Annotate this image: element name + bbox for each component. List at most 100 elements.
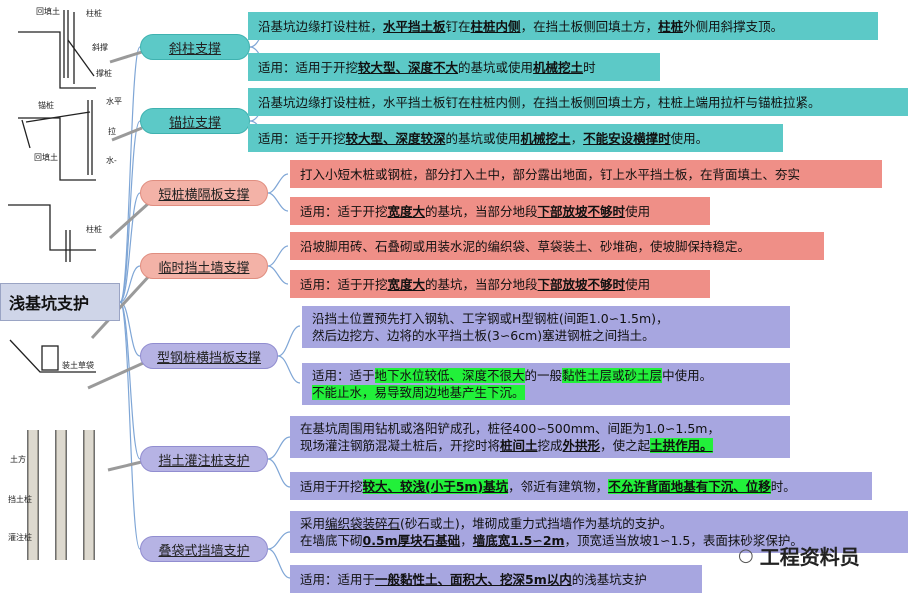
- text-run: 钉在: [445, 18, 471, 34]
- sketch-label: 灌注桩: [8, 532, 32, 542]
- sketch-label: 水-: [106, 155, 117, 165]
- text-run: 沿挡土位置预先打入钢轨、工字钢或H型钢桩(间距1.0∽1.5m)，: [312, 311, 669, 326]
- text-run: 编织袋装碎石: [325, 516, 401, 531]
- text-run: 黏性土层或砂土层: [562, 368, 663, 383]
- text-run: 较大型、深度较深: [345, 130, 446, 146]
- text-run: 机械挖土: [533, 59, 584, 75]
- sketch-label: 回填土: [34, 152, 58, 162]
- sketch-label: 拉: [108, 126, 116, 136]
- detail-box: 沿坡脚用砖、石叠砌或用装水泥的编织袋、草袋装土、砂堆砲，使坡脚保持稳定。: [290, 232, 824, 260]
- branch-steel-pile[interactable]: 型钢桩横挡板支撑: [140, 343, 278, 369]
- root-label: 浅基坑支护: [9, 294, 90, 313]
- text-run: 采用: [300, 516, 326, 531]
- sketch-label: 柱桩: [86, 8, 102, 18]
- text-run: 较大型、深度不大: [358, 59, 459, 75]
- watermark: ○ 工程资料员: [738, 540, 898, 570]
- branch-anchor[interactable]: 锚拉支撑: [140, 108, 250, 134]
- detail-line: 现场灌注钢筋混凝土桩后，开挖时将桩间土挖成外拱形，使之起土拱作用。: [300, 437, 713, 454]
- detail-line: 在基坑周围用钻机或洛阳铲成孔，桩径400∽500mm、间距为1.0∽1.5m，: [300, 420, 720, 437]
- text-run: 不能止水，易导致周边地基产生下沉。: [312, 385, 525, 400]
- text-run: 使用。: [670, 130, 709, 146]
- branch-bag-wall[interactable]: 叠袋式挡墙支护: [140, 536, 268, 562]
- sketch-label: 水平: [106, 96, 122, 106]
- sketch-label: 挡土桩: [8, 494, 32, 504]
- detail-line: 沿基坑边缘打设柱桩，水平挡土板钉在柱桩内侧，在挡土板侧回填土方，柱桩上端用拉杆与…: [258, 94, 821, 111]
- branch-cast-pile[interactable]: 挡土灌注桩支护: [140, 446, 268, 472]
- text-run: 下部放坡不够时: [537, 203, 626, 219]
- text-run: 地下水位较低、深度不很大: [374, 368, 525, 383]
- text-run: 中使用。: [662, 368, 713, 383]
- detail-line: 打入小短木桩或钢桩，部分打入土中，部分露出地面，钉上水平挡土板，在背面填土、夯实: [300, 166, 800, 183]
- detail-line: 适用于开挖较大、较浅(小于5m)基坑，邻近有建筑物，不允许背面地基有下沉、位移时…: [300, 478, 796, 495]
- text-run: 适用：适用于: [300, 571, 376, 587]
- watermark-text: 工程资料员: [759, 544, 860, 569]
- sketch-label: 锚桩: [38, 100, 54, 110]
- detail-box: 适用于开挖较大、较浅(小于5m)基坑，邻近有建筑物，不允许背面地基有下沉、位移时…: [290, 472, 872, 500]
- text-run: 适用：适于开挖: [300, 203, 388, 219]
- branch-label: 叠袋式挡墙支护: [158, 543, 250, 559]
- text-run: 柱桩: [658, 18, 684, 34]
- text-run: 水平挡土板: [383, 18, 446, 34]
- detail-line: 适用：适用于一般黏性土、面积大、挖深5m以内的浅基坑支护: [300, 571, 647, 588]
- detail-line: 然后边挖方、边将的水平挡土板(3∽6cm)塞进钢桩之间挡土。: [312, 327, 655, 344]
- wechat-icon: ○: [738, 544, 754, 566]
- detail-box: 沿挡土位置预先打入钢轨、工字钢或H型钢桩(间距1.0∽1.5m)，然后边挖方、边…: [302, 306, 790, 348]
- text-run: ，顶宽适当放坡1∽1.5，表面抹砂浆保护。: [564, 533, 803, 548]
- text-run: 的基坑或使用: [445, 130, 521, 146]
- branch-slant-column[interactable]: 斜柱支撑: [140, 34, 250, 60]
- detail-box: 在基坑周围用钻机或洛阳铲成孔，桩径400∽500mm、间距为1.0∽1.5m，现…: [290, 416, 790, 458]
- branch-label: 临时挡土墙支撑: [158, 260, 250, 276]
- branch-label: 斜柱支撑: [168, 41, 221, 57]
- text-run: 使用: [625, 276, 651, 292]
- text-run: 的浅基坑支护: [571, 571, 647, 587]
- root-node[interactable]: 浅基坑支护: [0, 283, 120, 321]
- detail-box: 沿基坑边缘打设柱桩，水平挡土板钉在柱桩内侧，在挡土板侧回填土方，柱桩上端用拉杆与…: [248, 88, 908, 116]
- text-run: 时: [583, 59, 596, 75]
- detail-line: 采用编织袋装碎石(砂石或土)，堆砌成重力式挡墙作为基坑的支护。: [300, 515, 672, 532]
- text-run: 墙底宽1.5∽2m: [472, 533, 565, 548]
- detail-line: 沿挡土位置预先打入钢轨、工字钢或H型钢桩(间距1.0∽1.5m)，: [312, 310, 669, 327]
- text-run: 不允许背面地基有下沉、位移: [608, 478, 771, 494]
- branch-label: 挡土灌注桩支护: [158, 453, 250, 469]
- text-run: 的基坑，当部分地段: [425, 276, 538, 292]
- sketch-label: 回填土: [36, 6, 60, 16]
- text-run: 土拱作用。: [650, 438, 713, 453]
- text-run: 沿基坑边缘打设柱桩，: [258, 18, 384, 34]
- text-run: 挖成: [537, 438, 563, 453]
- detail-box: 适用：适用于一般黏性土、面积大、挖深5m以内的浅基坑支护: [290, 565, 702, 593]
- text-run: 外拱形: [562, 438, 601, 453]
- detail-line: 适用：适于开挖宽度大的基坑，当部分地段下部放坡不够时使用: [300, 276, 650, 293]
- text-run: ，使之起: [600, 438, 651, 453]
- detail-box: 适用：适用于开挖较大型、深度不大的基坑或使用机械挖土时: [248, 53, 660, 81]
- text-run: 沿基坑边缘打设柱桩，水平挡土板钉在柱桩内侧，在挡土板侧回填土方，柱桩上端用拉杆与…: [258, 94, 821, 110]
- detail-box: 打入小短木桩或钢桩，部分打入土中，部分露出地面，钉上水平挡土板，在背面填土、夯实: [290, 160, 882, 188]
- text-run: 机械挖土: [520, 130, 571, 146]
- text-run: 柱桩内侧: [470, 18, 521, 34]
- detail-line: 沿坡脚用砖、石叠砌或用装水泥的编织袋、草袋装土、砂堆砲，使坡脚保持稳定。: [300, 238, 750, 255]
- text-run: 打入小短木桩或钢桩，部分打入土中，部分露出地面，钉上水平挡土板，在背面填土、夯实: [300, 166, 801, 182]
- branch-short-pile[interactable]: 短桩横隔板支撑: [140, 180, 268, 206]
- sketch-label: 撑桩: [96, 68, 112, 78]
- detail-box: 适用：适于开挖较大型、深度较深的基坑或使用机械挖土，不能安设横撑时使用。: [248, 124, 783, 152]
- text-run: ，: [570, 130, 584, 146]
- text-run: 的基坑，当部分地段: [425, 203, 538, 219]
- detail-box: 适用：适于开挖宽度大的基坑，当部分地段下部放坡不够时使用: [290, 197, 710, 225]
- detail-line: 沿基坑边缘打设柱桩，水平挡土板钉在柱桩内侧，在挡土板侧回填土方，柱桩外侧用斜撑支…: [258, 18, 783, 35]
- detail-line: 适用：适于开挖宽度大的基坑，当部分地段下部放坡不够时使用: [300, 203, 650, 220]
- text-run: 下部放坡不够时: [537, 276, 626, 292]
- text-run: (砂石或土)，堆砌成重力式挡墙作为基坑的支护。: [400, 516, 673, 531]
- text-run: 时。: [770, 478, 796, 494]
- sketch-label: 柱桩: [86, 224, 102, 234]
- detail-line: 适用：适用于开挖较大型、深度不大的基坑或使用机械挖土时: [258, 59, 596, 76]
- text-run: 的基坑或使用: [458, 59, 534, 75]
- branch-temp-wall[interactable]: 临时挡土墙支撑: [140, 253, 268, 279]
- detail-line: 在墙底下砌0.5m厚块石基础，墙底宽1.5∽2m，顶宽适当放坡1∽1.5，表面抹…: [300, 532, 803, 549]
- detail-box: 沿基坑边缘打设柱桩，水平挡土板钉在柱桩内侧，在挡土板侧回填土方，柱桩外侧用斜撑支…: [248, 12, 878, 40]
- text-run: 适用：适于开挖: [300, 276, 388, 292]
- text-run: 宽度大: [387, 203, 426, 219]
- text-run: 适用：适于: [312, 368, 375, 383]
- detail-line: 适用：适于开挖较大型、深度较深的基坑或使用机械挖土，不能安设横撑时使用。: [258, 130, 708, 147]
- detail-box: 适用：适于地下水位较低、深度不很大的一般黏性土层或砂土层中使用。不能止水，易导致…: [302, 363, 790, 405]
- branch-label: 短桩横隔板支撑: [158, 187, 250, 203]
- text-run: 0.5m厚块石基础: [362, 533, 461, 548]
